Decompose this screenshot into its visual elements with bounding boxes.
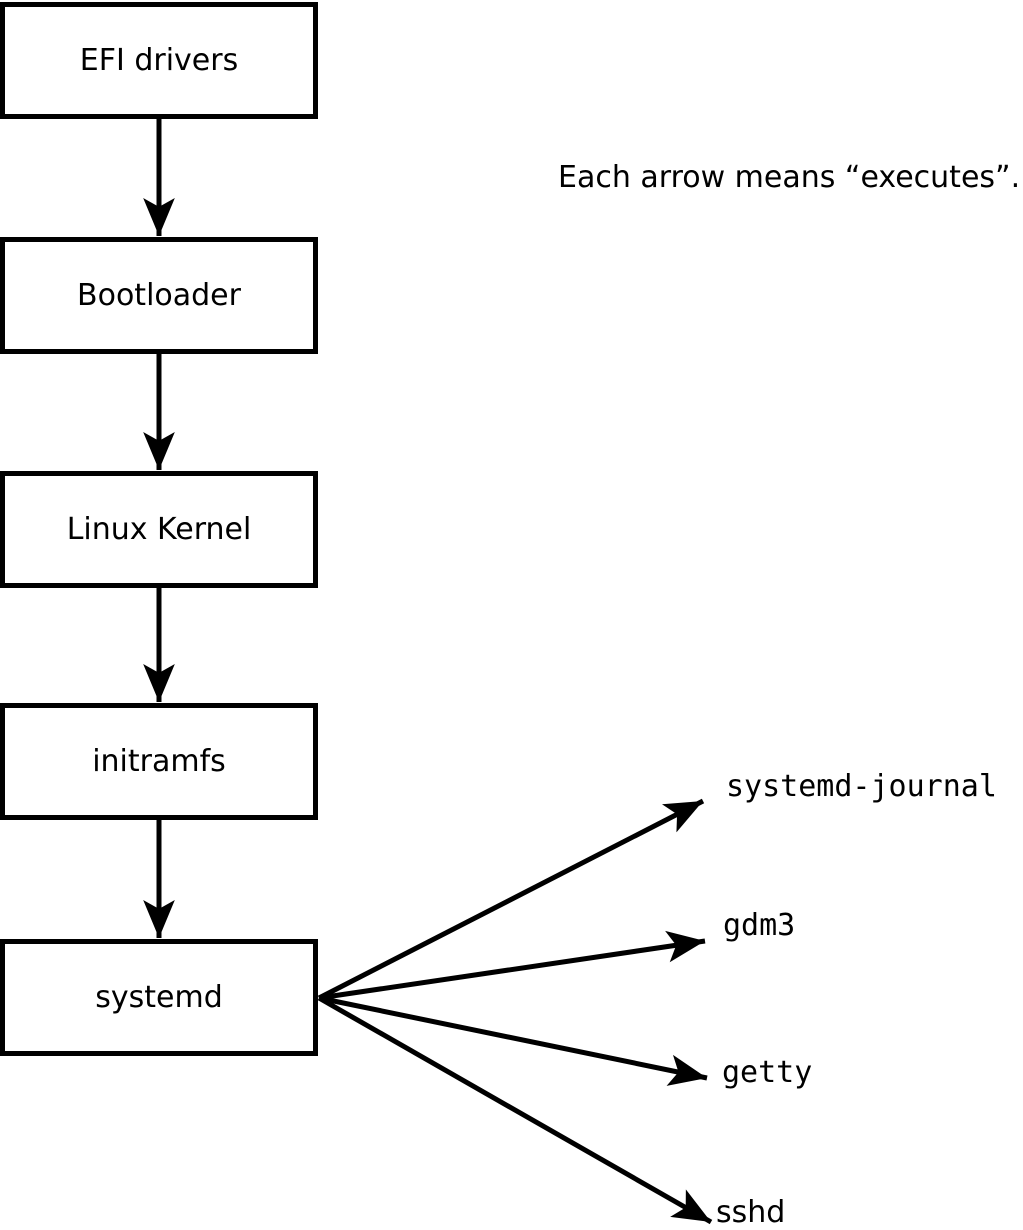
box-efi-drivers-label: EFI drivers (79, 43, 239, 78)
label-sshd: sshd (716, 1195, 786, 1230)
arrow-systemd-to-sshd (317, 995, 713, 1225)
arrow-systemd-to-gdm3 (318, 930, 706, 1001)
arrow-systemd-to-getty (318, 995, 708, 1086)
label-gdm3: gdm3 (723, 908, 796, 943)
box-bootloader-label: Bootloader (77, 278, 241, 313)
box-systemd-label: systemd (95, 980, 223, 1015)
arrow-meaning-note: Each arrow means “executes”. (558, 160, 1021, 195)
box-linux-kernel-label: Linux Kernel (66, 512, 252, 547)
box-initramfs-label: initramfs (92, 744, 226, 779)
box-efi-drivers: EFI drivers (0, 2, 318, 119)
box-systemd: systemd (0, 939, 318, 1056)
box-bootloader: Bootloader (0, 237, 318, 354)
label-getty: getty (722, 1055, 813, 1090)
box-linux-kernel: Linux Kernel (0, 471, 318, 588)
box-initramfs: initramfs (0, 703, 318, 820)
label-systemd-journal: systemd-journal (726, 769, 997, 804)
arrow-systemd-to-journal (317, 798, 705, 1001)
